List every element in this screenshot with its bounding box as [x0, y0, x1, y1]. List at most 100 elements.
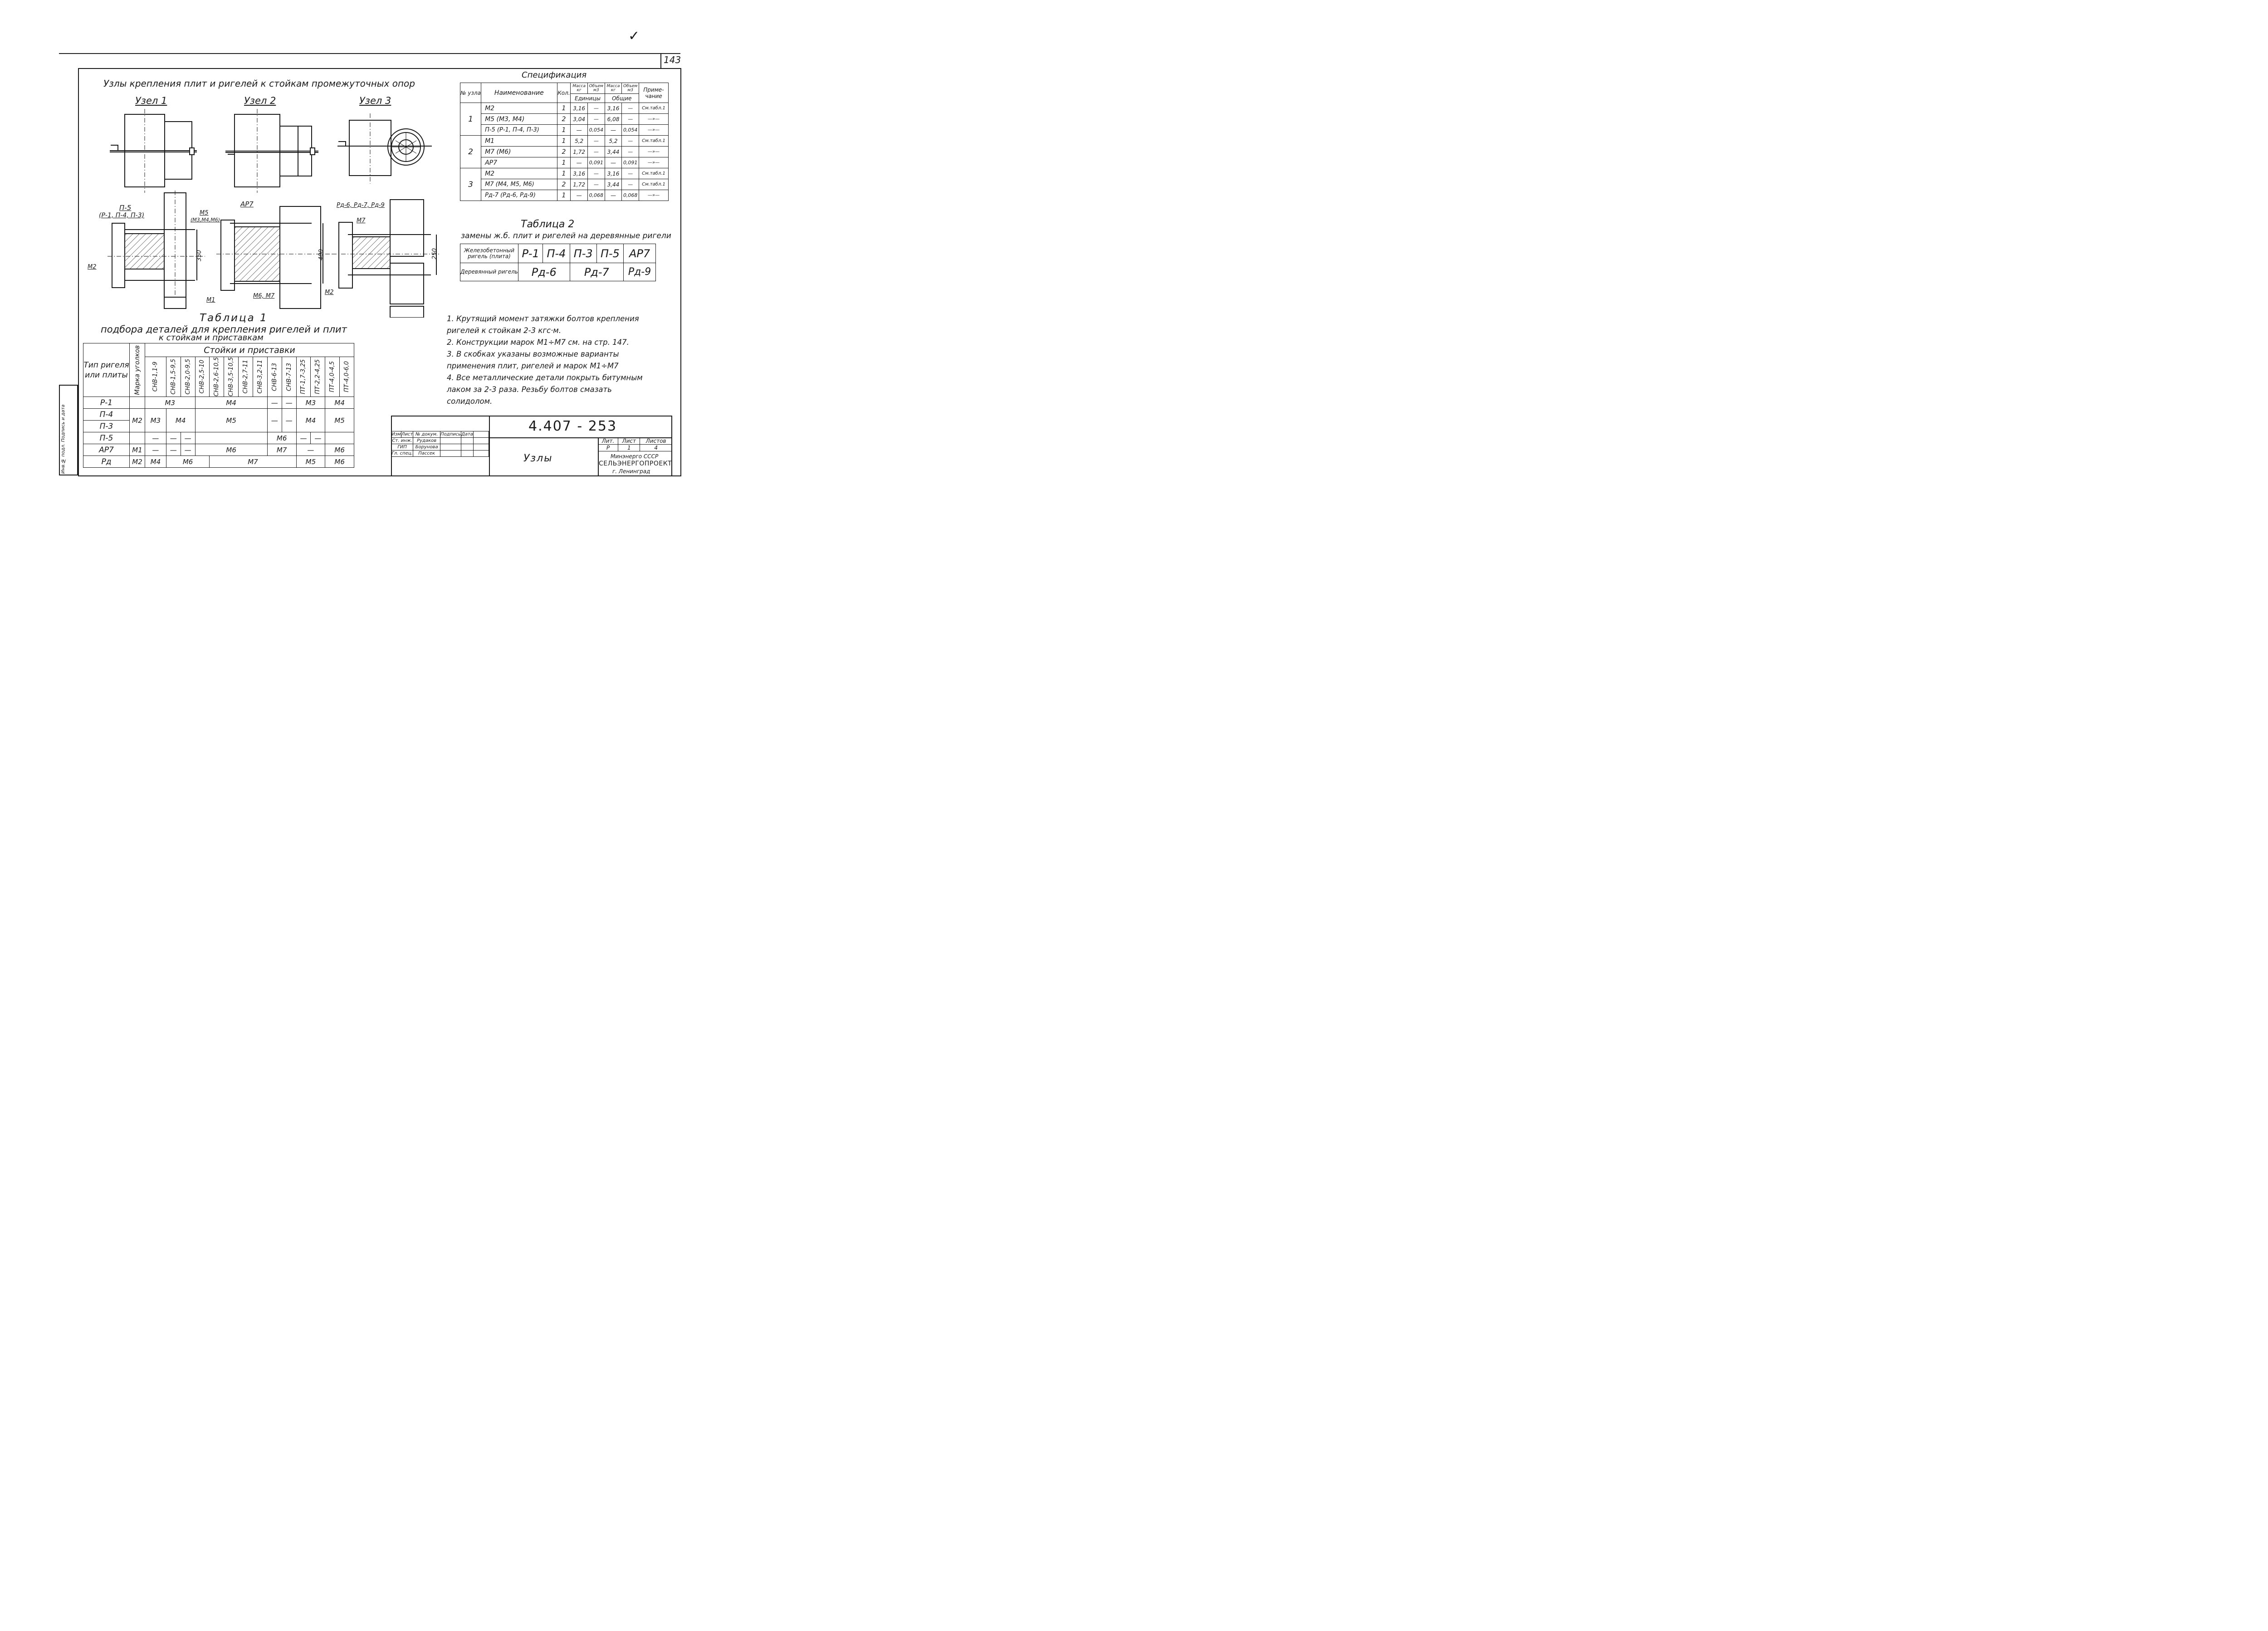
table1-cell: —: [145, 444, 166, 456]
spec-m1: 1,72: [570, 179, 588, 190]
table1-cell: —: [296, 432, 311, 444]
table1-cell: М5: [325, 408, 354, 432]
table1-col-head-text: СНВ-3,5-10,5: [228, 357, 235, 397]
note-1: 1. Крутящий момент затяжки болтов крепле…: [447, 314, 639, 335]
table1-row-type: П-5: [83, 432, 130, 444]
spec-v2: —: [621, 135, 640, 147]
table1-row-type: Р-1: [83, 397, 130, 409]
node-1-label-m2: М2: [88, 264, 97, 270]
table2-cell: П-5: [596, 244, 624, 263]
table2: Железобетонный ригель (плита) Р-1 П-4 П-…: [460, 244, 656, 281]
table1-cell: М6: [267, 432, 297, 444]
spec-m1: 3,16: [570, 168, 588, 179]
spec-m2: 3,16: [604, 103, 622, 114]
table1-head-mark-text: Марка уголков: [133, 345, 141, 395]
table1-col-head: СНВ-2,0-9,5: [180, 357, 196, 397]
table1-cell: М3: [145, 397, 196, 409]
table1-col-head-text: СНВ-2,6-10,5: [213, 357, 220, 397]
corner-check-mark: ✓: [628, 28, 640, 44]
spec-m1: 1,72: [570, 146, 588, 157]
spec-v2: —: [621, 179, 640, 190]
node-1-label-m5-alt: (М3,М4,М6): [191, 217, 220, 223]
spec-m2: 6,08: [604, 113, 622, 125]
spec-note: —»—: [639, 124, 669, 136]
node-2-label-m1: М1: [206, 297, 215, 304]
spec-head-vol-total: Объем м3: [621, 83, 640, 94]
title-block-code: 4.407 - 253: [528, 418, 617, 434]
spec-name: П-5 (Р-1, П-4, П-3): [481, 124, 557, 136]
spec-note: См.табл.1: [639, 135, 669, 147]
table2-row2-label: Деревянный ригель: [460, 263, 518, 281]
spec-note: —»—: [639, 157, 669, 168]
table2-cell: Р-1: [518, 244, 543, 263]
spec-m1: —: [570, 124, 588, 136]
table1-title: Таблица 1: [200, 312, 268, 324]
note-3: 3. В скобках указаны возможные варианты …: [447, 350, 619, 370]
table2-cell: Рд-7: [569, 263, 624, 281]
table1-cell: —: [166, 432, 181, 444]
table1-col-head-text: ПТ-1,7-3,25: [300, 359, 307, 394]
table1-cell: М6: [325, 444, 354, 456]
table1-col-head-text: СНВ-2,5-10: [199, 360, 206, 394]
title-block-sep-h1: [489, 437, 672, 438]
table1-cell: —: [180, 432, 196, 444]
table2-cell: Рд-9: [623, 263, 656, 281]
node-2-title: Узел 2: [244, 95, 276, 106]
table1-cell: —: [267, 408, 282, 432]
tb-person: Пассек: [413, 450, 441, 457]
tb-sheet: 1: [618, 444, 640, 451]
tb-sheet-label: Лист: [618, 437, 640, 445]
tb-role: Гл. спец.: [391, 450, 414, 457]
spec-v2: —: [621, 113, 640, 125]
table1-col-head-text: ПТ-2,2-4,25: [314, 359, 322, 394]
spec-m1: —: [570, 157, 588, 168]
spec-m2: —: [604, 190, 622, 201]
table1-col-head-text: СНВ-6-13: [271, 362, 278, 391]
table1-col-head-text: СНВ-3,2-11: [256, 360, 264, 394]
table1-cell: М4: [195, 397, 268, 409]
spec-node-3: 3: [459, 168, 482, 201]
spec-qty: 2: [557, 146, 571, 157]
table1-cell: М5: [195, 408, 268, 432]
tb-hdr: Лист: [401, 431, 414, 438]
table1-cell: М7: [267, 444, 297, 456]
tb-hdr: Изм: [391, 431, 401, 438]
spec-m2: —: [604, 124, 622, 136]
table1-col-head-text: ПТ-4,0-6,0: [343, 361, 351, 392]
spec-v2: 0,068: [621, 190, 640, 201]
tb-hdr: Подпись: [440, 431, 462, 438]
table1-cell: М6: [195, 444, 268, 456]
spec-name: АР7: [481, 157, 557, 168]
note-2: 2. Конструкции марок М1÷М7 см. на стр. 1…: [447, 338, 629, 347]
table1-cell: М4: [166, 408, 196, 432]
spec-v2: —: [621, 103, 640, 114]
table1-cell: [325, 432, 354, 444]
top-rule: [59, 53, 680, 54]
table1-mark: М2: [129, 456, 145, 468]
spec-qty: 1: [557, 135, 571, 147]
table2-title: Таблица 2: [521, 219, 575, 230]
title-block-sep-v1: [489, 416, 490, 476]
table1-cell: М6: [325, 456, 354, 468]
spec-head-node: № узла: [459, 83, 482, 103]
spec-m2: 5,2: [604, 135, 622, 147]
table1-col-head: СНВ-2,6-10,5: [209, 357, 225, 397]
tb-sheets: 4: [640, 444, 672, 451]
node-1-top-view: [110, 109, 197, 193]
node-2-dimension: 400: [318, 249, 325, 260]
table1-cell: —: [166, 444, 181, 456]
table2-row1-label: Железобетонный ригель (плита): [460, 244, 518, 263]
table1-cell: —: [281, 397, 297, 409]
spec-name: Рд-7 (Рд-6, Рд-9): [481, 190, 557, 201]
spec-m2: 3,16: [604, 168, 622, 179]
table1-row-type: Рд: [83, 456, 130, 468]
table2-cell: П-3: [569, 244, 597, 263]
node-3-label-m7: М7: [357, 217, 366, 224]
tb-org1: Минэнерго СССР: [611, 453, 659, 460]
table1-cell: М7: [209, 456, 297, 468]
spec-head-mass-unit: Масса кг: [570, 83, 588, 94]
spec-qty: 1: [557, 124, 571, 136]
table1-cell: —: [180, 444, 196, 456]
table1-col-head: ПТ-4,0-4,5: [325, 357, 340, 397]
table1-cell: М6: [166, 456, 210, 468]
